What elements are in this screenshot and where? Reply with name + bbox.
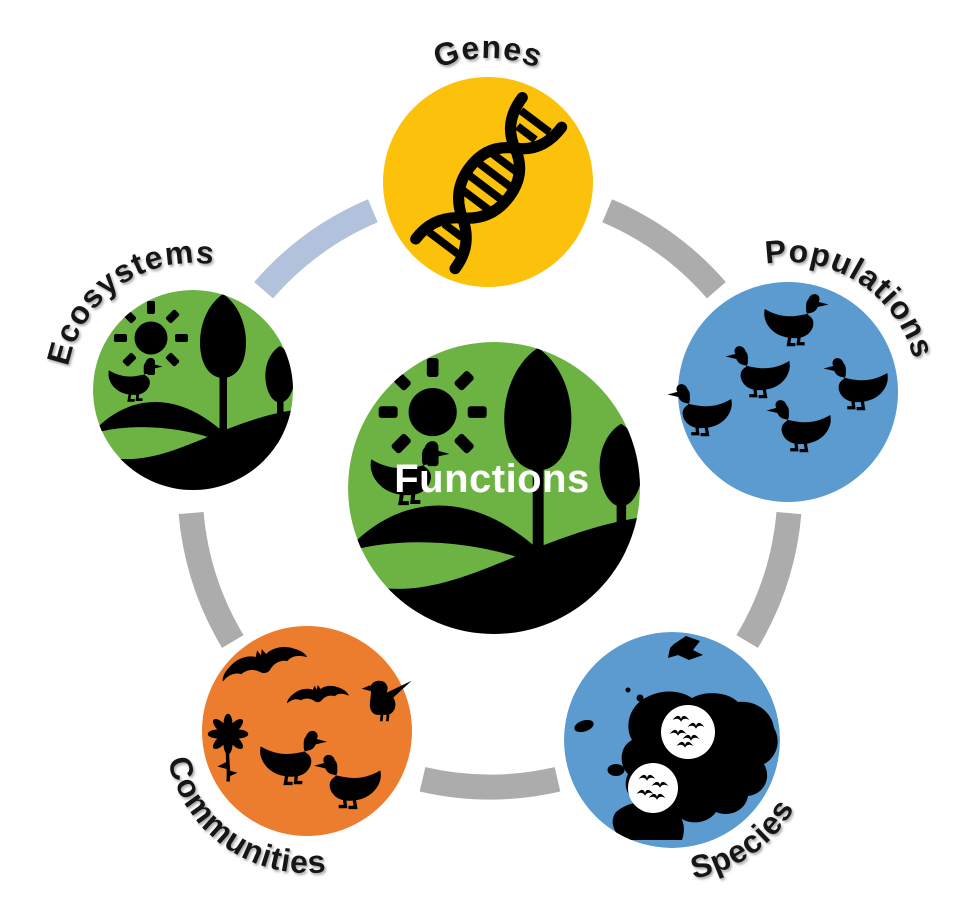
node-ecosystems — [91, 290, 295, 492]
populations-circle — [678, 282, 898, 502]
functions-label: Functions — [394, 457, 590, 501]
node-functions: Functions — [345, 342, 643, 637]
genes-label: Genes — [429, 29, 548, 75]
ring-segment-populations-species — [736, 511, 802, 648]
ring-segment-ecosystems-genes — [254, 199, 378, 299]
ring-segment-genes-populations — [602, 199, 726, 299]
node-communities — [202, 626, 413, 836]
ring-segment-species-communities — [419, 767, 561, 800]
genes-circle — [383, 77, 593, 287]
connector-ring — [178, 199, 802, 800]
node-genes — [383, 77, 593, 287]
ring-segment-communities-ecosystems — [178, 511, 244, 648]
node-populations — [665, 282, 898, 502]
node-species — [564, 632, 780, 848]
